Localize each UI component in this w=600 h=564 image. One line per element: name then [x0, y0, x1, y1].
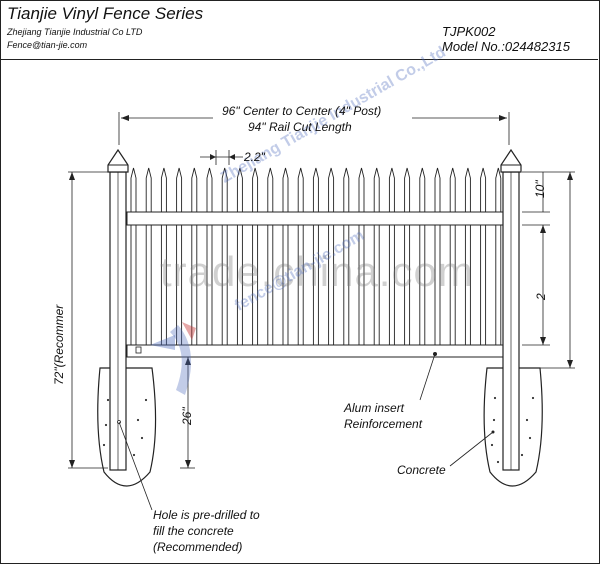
concrete-dot	[525, 418, 529, 422]
center-to-center-label: 96" Center to Center (4" Post)	[222, 104, 382, 118]
concrete-dot	[102, 443, 106, 447]
alum-label: Alum insert	[344, 401, 405, 415]
drawing-title: Tianjie Vinyl Fence Series	[7, 4, 204, 23]
concrete-texture	[102, 396, 535, 464]
picket	[495, 167, 502, 345]
mid-height-label: 2	[534, 293, 548, 300]
overall-height-label: 72"(Recommer	[52, 304, 66, 385]
concrete-dot	[104, 423, 108, 427]
concrete-label: Concrete	[397, 463, 446, 477]
reinforcement-label: Reinforcement	[344, 417, 423, 431]
header-divider	[0, 59, 598, 60]
right-post-cap	[500, 148, 522, 173]
company-name: Zhejiang Tianjie Industrial Co LTD	[7, 27, 143, 37]
concrete-dot	[490, 443, 494, 447]
hole-leader	[118, 421, 153, 511]
concrete-dot	[492, 418, 496, 422]
concrete-leader	[449, 431, 494, 467]
rail-plug	[135, 346, 142, 354]
model-number: Model No.:024482315	[442, 39, 570, 54]
top-rail	[126, 211, 510, 226]
picket	[130, 167, 137, 345]
concrete-dot	[136, 418, 140, 422]
concrete-dot	[520, 453, 524, 457]
concrete-dot	[132, 453, 136, 457]
rail-cut-label: 94" Rail Cut Length	[248, 120, 352, 134]
concrete-dot	[496, 460, 500, 464]
concrete-dot	[493, 396, 497, 400]
concrete-dot	[144, 398, 148, 402]
company-email: Fence@tian-jie.com	[7, 40, 88, 50]
bottom-depth-label: 26"	[180, 407, 194, 425]
concrete-dot	[106, 398, 110, 402]
concrete-dot	[531, 396, 535, 400]
left-post-cap	[107, 148, 129, 173]
picket	[145, 167, 152, 345]
trade-watermark: trade.china.com	[160, 248, 474, 295]
concrete-dot	[528, 436, 532, 440]
picket-spacing-label: 2.2"	[244, 150, 265, 164]
concrete-dot	[140, 436, 144, 440]
product-code: TJPK002	[442, 24, 496, 39]
top-gap-label: 10"	[533, 180, 547, 198]
alum-leader	[419, 353, 436, 401]
hole-label-line3: (Recommended)	[153, 540, 243, 554]
picket	[480, 167, 487, 345]
hole-label-line2: fill the concrete	[153, 524, 234, 538]
hole-label-line1: Hole is pre-drilled to	[153, 508, 260, 522]
